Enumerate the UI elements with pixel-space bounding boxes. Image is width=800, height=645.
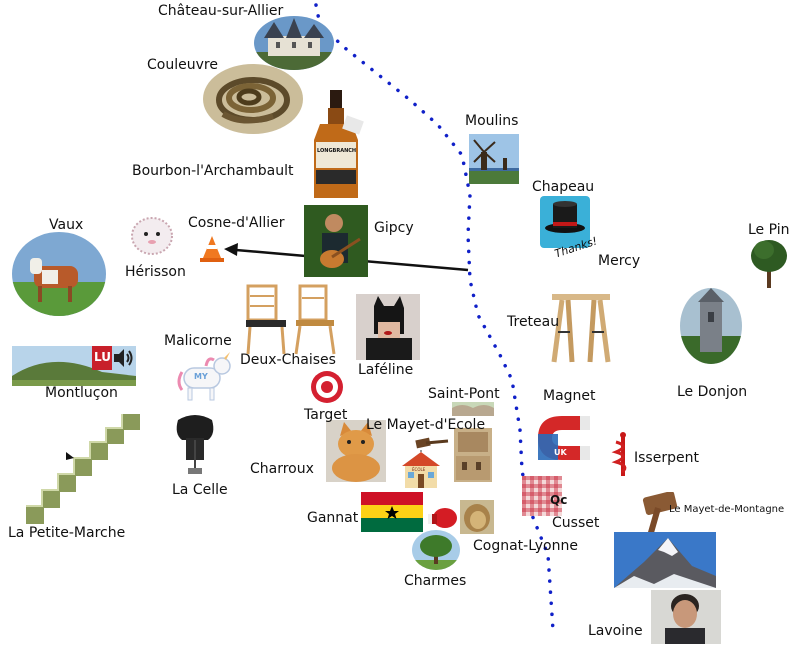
checkered-cloth-picture <box>522 476 562 516</box>
label-cosne-d-allier: Cosne-d'Allier <box>188 215 285 231</box>
pine-tree-picture <box>744 238 794 288</box>
stairs-picture <box>26 414 140 524</box>
cow-picture <box>12 232 106 316</box>
gavel-small-picture <box>414 433 450 453</box>
label-magnet: Magnet <box>543 388 596 404</box>
label-malicorne: Malicorne <box>164 333 232 349</box>
cat-picture <box>326 420 386 482</box>
catwoman-picture <box>356 294 420 360</box>
castle-picture <box>254 16 334 70</box>
label-le-mayet-de-montagne: Le Mayet-de-Montagne <box>669 504 785 515</box>
label-deux-chaises: Deux-Chaises <box>240 352 336 368</box>
qc-text: Qc <box>550 493 568 507</box>
label-mercy: Mercy <box>598 253 641 269</box>
lu-logo-icon: LU <box>92 346 112 370</box>
lavoine-portrait-picture <box>651 590 721 644</box>
label-couleuvre: Couleuvre <box>147 57 218 73</box>
saddle-picture <box>172 410 218 478</box>
chairs-picture <box>242 284 338 356</box>
charmes-tree-picture <box>412 530 460 570</box>
school-sign-text: ÉCOLE <box>412 467 426 472</box>
caduceus-icon <box>610 432 636 476</box>
windmill-picture <box>469 134 519 184</box>
label-le-mayet-d-ecole: Le Mayet-d'Ecole <box>366 417 486 433</box>
traffic-cone-picture <box>200 236 224 262</box>
label-gipcy: Gipcy <box>374 220 414 236</box>
lion-picture <box>460 500 494 534</box>
unicorn-my-text: MY <box>194 372 208 381</box>
top-hat-picture <box>540 196 590 248</box>
label-la-celle: La Celle <box>172 482 228 498</box>
label-moulins: Moulins <box>465 113 519 129</box>
label-chateau-sur-allier: Château-sur-Allier <box>158 3 284 19</box>
label-isserpent: Isserpent <box>634 450 699 466</box>
label-cognat-lyonne: Cognat-Lyonne <box>473 538 578 554</box>
label-target: Target <box>304 407 348 423</box>
speaker-icon <box>112 346 134 370</box>
label-lavoine: Lavoine <box>588 623 643 639</box>
boxing-glove-icon <box>428 506 458 532</box>
label-cusset: Cusset <box>552 515 600 531</box>
label-vaux: Vaux <box>49 217 84 233</box>
magnet-picture: UK <box>532 404 598 468</box>
hedgehog-picture <box>128 210 176 258</box>
label-herisson: Hérisson <box>125 264 186 280</box>
lu-logo-text: LU <box>94 350 111 364</box>
label-montlucon: Montluçon <box>45 385 118 401</box>
river-dotted-line <box>314 3 555 632</box>
trestle-picture <box>550 292 612 364</box>
ghana-flag-picture <box>361 492 423 532</box>
label-gannat: Gannat <box>307 510 359 526</box>
label-treteau: Treteau <box>507 314 560 330</box>
school-picture: ÉCOLE <box>398 450 444 488</box>
saint-pont-village-picture <box>454 428 492 482</box>
bridge-picture <box>452 402 494 416</box>
whisky-bottle-picture: LONGBRANCH <box>308 90 364 202</box>
label-charroux: Charroux <box>250 461 314 477</box>
label-charmes: Charmes <box>404 573 467 589</box>
label-le-pin: Le Pin <box>748 222 790 238</box>
label-chapeau: Chapeau <box>532 179 595 195</box>
label-le-donjon: Le Donjon <box>677 384 748 400</box>
target-picture <box>310 370 344 404</box>
mountain-picture <box>614 532 716 588</box>
donjon-tower-picture <box>680 288 742 364</box>
snake-picture <box>203 64 303 134</box>
bottle-label-text: LONGBRANCH <box>317 148 357 154</box>
montlucon-landscape-picture <box>12 346 136 386</box>
label-saint-pont: Saint-Pont <box>428 386 500 402</box>
arrow-head <box>224 243 238 256</box>
magnet-uk-text: UK <box>554 448 567 457</box>
unicorn-picture: MY <box>176 352 234 404</box>
guitarist-picture <box>304 205 368 277</box>
label-la-petite-marche: La Petite-Marche <box>8 525 126 541</box>
label-bourbon-l-archambault: Bourbon-l'Archambault <box>132 163 294 179</box>
label-lafeline: Laféline <box>358 362 414 378</box>
